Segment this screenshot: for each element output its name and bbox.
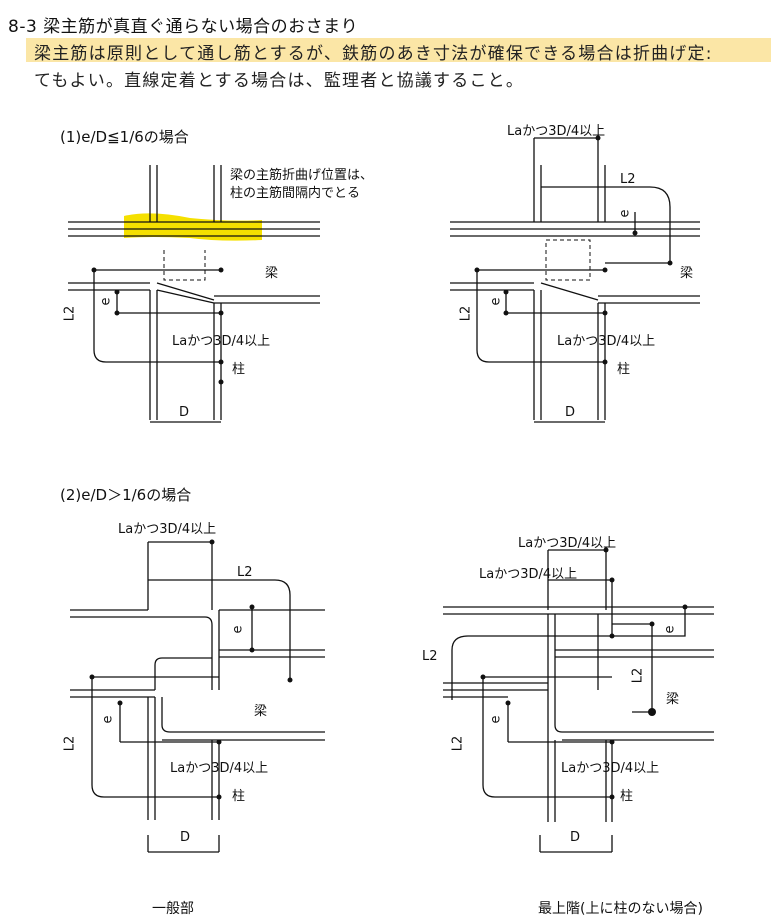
l2-label: L2: [422, 649, 438, 664]
l2-label: L2: [450, 735, 466, 752]
d-label: D: [570, 830, 581, 845]
section-heading: 8-3 梁主筋が真直ぐ通らない場合のおさまり: [8, 17, 359, 37]
l2-label: L2: [630, 667, 646, 684]
la-label: Laかつ3D/4以上: [561, 761, 660, 776]
caption-top-floor: 最上階(上に柱のない場合): [538, 901, 703, 917]
diagram-3-general-large-e: [70, 539, 325, 853]
e-label: e: [100, 715, 116, 724]
la-label: Laかつ3D/4以上: [170, 761, 269, 776]
la-label: Laかつ3D/4以上: [118, 522, 217, 537]
beam-label: 梁: [680, 266, 694, 281]
note-line-1: 梁の主筋折曲げ位置は、: [230, 168, 374, 183]
d-label: D: [179, 405, 190, 420]
column-label: 柱: [620, 789, 634, 804]
e-label: e: [488, 297, 504, 306]
e-label: e: [488, 715, 504, 724]
d-label: D: [565, 405, 576, 420]
la-label: Laかつ3D/4以上: [518, 536, 617, 551]
l2-label: L2: [458, 305, 474, 322]
caption-general: 一般部: [152, 901, 194, 917]
case2-title: (2)e/D＞1/6の場合: [60, 486, 192, 504]
diagram-4-top-floor-large-e: [443, 547, 714, 853]
column-label: 柱: [232, 362, 246, 377]
text-highlight: [26, 38, 771, 62]
e-label: e: [617, 209, 633, 218]
beam-label: 梁: [265, 266, 279, 281]
e-label: e: [98, 297, 114, 306]
la-label: Laかつ3D/4以上: [507, 124, 606, 139]
la-label: Laかつ3D/4以上: [557, 334, 656, 349]
case1-title: (1)e/D≦1/6の場合: [60, 128, 189, 146]
l2-label: L2: [620, 172, 636, 187]
diagram-1-general-small-e: [68, 165, 320, 423]
la-label: Laかつ3D/4以上: [479, 567, 578, 582]
l2-label: L2: [237, 565, 253, 580]
column-label: 柱: [617, 362, 631, 377]
e-label: e: [230, 625, 246, 634]
d-label: D: [180, 830, 191, 845]
beam-label: 梁: [666, 692, 680, 707]
body-text-line-1: 梁主筋は原則として通し筋とするが、鉄筋のあき寸法が確保できる場合は折曲げ定:: [34, 44, 713, 64]
diagram-2-top-floor-small-e: [450, 135, 700, 423]
la-label: Laかつ3D/4以上: [172, 334, 271, 349]
note-line-2: 柱の主筋間隔内でとる: [230, 186, 361, 201]
body-text-line-2: てもよい。直線定着とする場合は、監理者と協議すること。: [34, 71, 525, 91]
beam-label: 梁: [254, 704, 268, 719]
l2-label: L2: [62, 305, 78, 322]
l2-label: L2: [62, 735, 78, 752]
yellow-marker: [124, 213, 262, 241]
e-label: e: [662, 625, 678, 634]
column-label: 柱: [232, 789, 246, 804]
